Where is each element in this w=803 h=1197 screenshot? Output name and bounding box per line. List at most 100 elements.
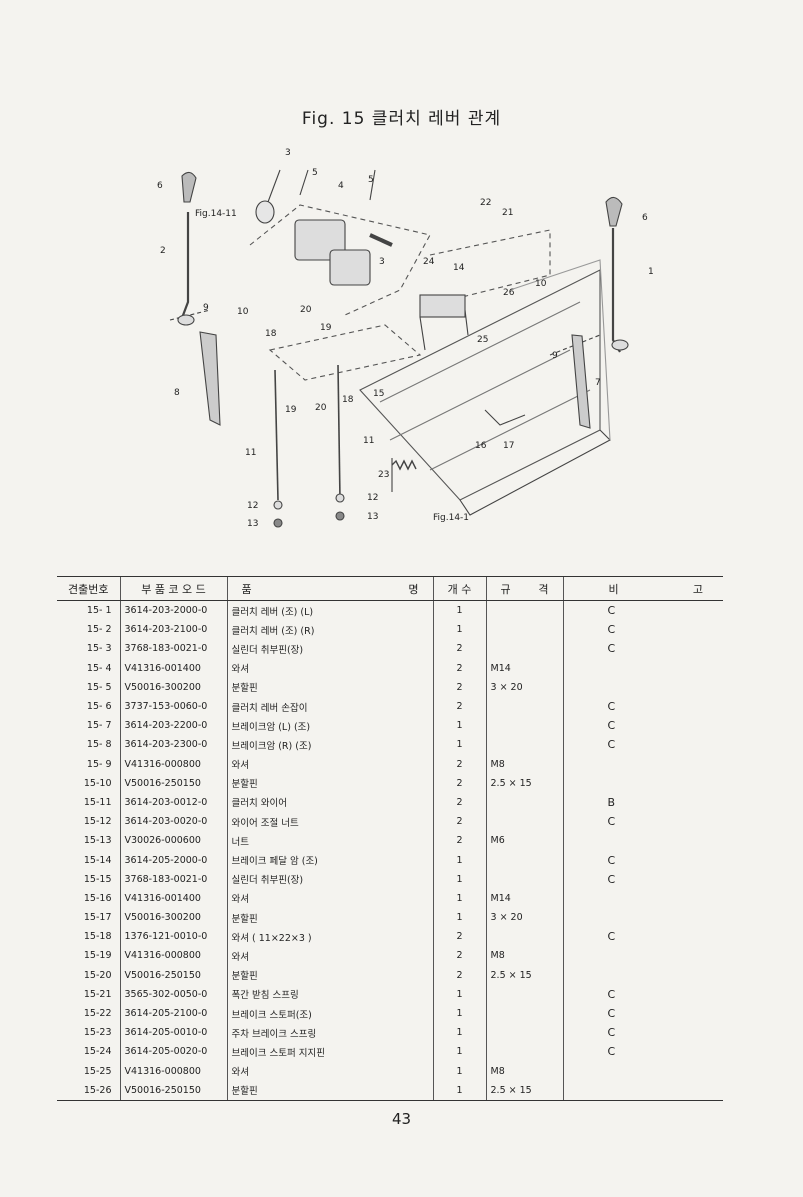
callout: 6 xyxy=(157,181,163,191)
cell-spec xyxy=(485,600,563,621)
header-text: 규 xyxy=(500,582,511,596)
cell-index-no: 15-10 xyxy=(83,777,112,789)
cell-remark xyxy=(562,658,723,678)
cell-index-no: 15-24 xyxy=(83,1046,112,1058)
cell-part-name: 와셔 xyxy=(226,888,433,908)
header-text: 비 xyxy=(608,582,619,596)
header-text: 고 xyxy=(692,582,703,596)
exploded-parts-diagram: 3 6 5 4 5 2 3 22 21 24 14 6 1 10 26 9 10… xyxy=(157,148,654,529)
cell-spec xyxy=(485,984,563,1004)
cell-quantity: 1 xyxy=(432,735,486,755)
cell-quantity: 1 xyxy=(432,600,486,621)
callout: 24 xyxy=(423,257,435,267)
cell-quantity: 1 xyxy=(432,908,486,928)
cell-part-code: 3768-183-0021-0 xyxy=(119,869,227,889)
cell-spec: M8 xyxy=(485,754,563,774)
cell-part-name: 폭간 받침 스프링 xyxy=(226,984,433,1004)
callout: 19 xyxy=(320,323,332,333)
cell-remark xyxy=(562,677,723,697)
cell-index-no: 15- 9 xyxy=(86,758,112,770)
cell-spec xyxy=(485,792,563,813)
callout: 9 xyxy=(552,351,558,361)
cell-part-code: V50016-250150 xyxy=(119,1080,227,1101)
cell-quantity: 2 xyxy=(432,792,486,813)
cell-spec xyxy=(485,1042,563,1062)
cell-index-no: 15- 7 xyxy=(86,720,112,732)
cell-spec xyxy=(485,850,563,870)
cell-part-name: 분할핀 xyxy=(226,965,433,985)
cell-spec xyxy=(485,869,563,889)
cell-quantity: 2 xyxy=(432,773,486,793)
cell-part-name: 분할핀 xyxy=(226,908,433,928)
cell-part-name: 와셔 xyxy=(226,754,433,774)
callout: 17 xyxy=(503,441,514,451)
cell-spec xyxy=(485,639,563,659)
callout: 10 xyxy=(237,307,249,317)
cell-index-no: 15- 1 xyxy=(86,605,112,617)
callout: 3 xyxy=(285,148,291,158)
cell-part-code: 3614-203-0012-0 xyxy=(119,792,227,813)
cell-remark xyxy=(562,754,723,774)
callout: 20 xyxy=(315,403,327,413)
cell-part-name: 너트 xyxy=(226,831,433,851)
cell-index-no: 15-21 xyxy=(83,988,112,1000)
header-text: 격 xyxy=(538,582,549,596)
cell-quantity: 1 xyxy=(432,1061,486,1081)
cell-quantity: 1 xyxy=(432,1080,486,1101)
header-text: 품 xyxy=(241,582,252,596)
cell-index-no: 15-22 xyxy=(83,1008,112,1020)
cell-remark xyxy=(562,773,723,793)
cell-quantity: 2 xyxy=(432,927,486,947)
cell-spec xyxy=(485,927,563,947)
callout: 12 xyxy=(247,501,258,511)
cell-part-code: V41316-000800 xyxy=(119,946,227,966)
figure-reference: Fig.14-11 xyxy=(195,209,237,219)
cell-index-no: 15-12 xyxy=(83,816,112,828)
cell-part-code: 3614-203-2300-0 xyxy=(119,735,227,755)
cell-index-no: 15- 5 xyxy=(86,681,112,693)
cell-quantity: 1 xyxy=(432,888,486,908)
cell-part-code: 3614-205-0010-0 xyxy=(119,1023,227,1043)
callout: 5 xyxy=(368,175,374,185)
callout: 7 xyxy=(595,378,601,388)
cell-part-name: 와셔 xyxy=(226,1061,433,1081)
cell-quantity: 2 xyxy=(432,677,486,697)
cell-part-code: V50016-250150 xyxy=(119,965,227,985)
cell-spec xyxy=(485,620,563,640)
cell-remark: C xyxy=(562,850,723,870)
cell-remark: C xyxy=(562,812,723,832)
cell-quantity: 2 xyxy=(432,946,486,966)
cell-spec xyxy=(485,716,563,736)
cell-spec: 2.5 × 15 xyxy=(485,1080,563,1101)
cell-spec: 2.5 × 15 xyxy=(485,773,563,793)
cell-remark xyxy=(562,946,723,966)
cell-index-no: 15- 8 xyxy=(86,739,112,751)
cell-spec: 3 × 20 xyxy=(485,908,563,928)
cell-remark: C xyxy=(562,1042,723,1062)
callout: 23 xyxy=(378,470,389,480)
cell-remark: C xyxy=(562,716,723,736)
cell-part-code: V30026-000600 xyxy=(119,831,227,851)
cell-index-no: 15-16 xyxy=(83,892,112,904)
cell-spec xyxy=(485,696,563,717)
cell-remark: B xyxy=(562,792,723,813)
cell-part-code: 3614-203-0020-0 xyxy=(119,812,227,832)
cell-index-no: 15- 4 xyxy=(86,662,112,674)
figure-reference: Fig.14-1 xyxy=(433,513,469,523)
cell-spec xyxy=(485,812,563,832)
callout: 13 xyxy=(247,519,258,529)
cell-part-name: 분할핀 xyxy=(226,1080,433,1101)
